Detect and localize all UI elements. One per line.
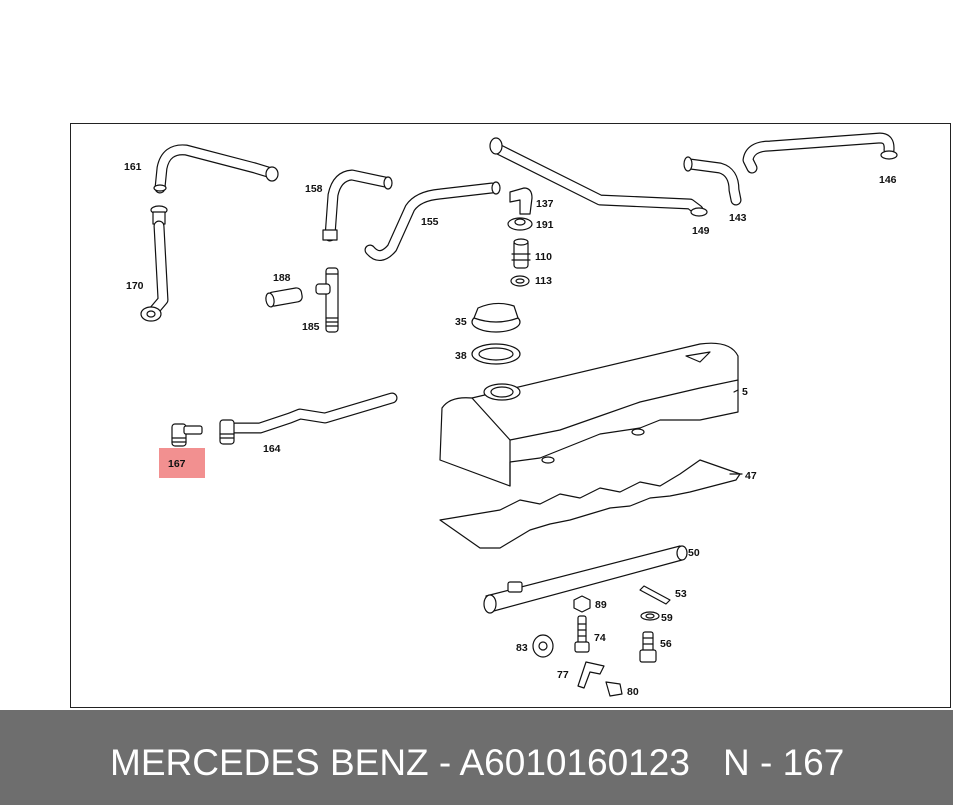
label-161: 161: [124, 161, 142, 173]
part-185-tee: [315, 267, 339, 333]
part-164-pipe: [219, 392, 398, 445]
label-185: 185: [302, 321, 320, 333]
part-143-hose: [683, 156, 742, 206]
part-50-rail: [483, 545, 688, 614]
part-56-bolt: [639, 631, 657, 663]
footer-bar: MERCEDES BENZ - A6010160123 N - 167: [0, 710, 953, 805]
label-77: 77: [557, 669, 569, 681]
label-188: 188: [273, 272, 291, 284]
part-53-clip: [639, 585, 671, 605]
part-155-hose: [364, 181, 501, 261]
label-53: 53: [675, 588, 687, 600]
part-158-hose: [322, 169, 393, 242]
part-149-pipe: [489, 137, 708, 217]
label-74: 74: [594, 632, 606, 644]
footer-part-title: MERCEDES BENZ - A6010160123: [110, 742, 690, 783]
label-59: 59: [661, 612, 673, 624]
part-146-hose: [742, 132, 898, 174]
label-191: 191: [536, 219, 554, 231]
label-80: 80: [627, 686, 639, 698]
part-35-cap: [471, 302, 521, 333]
part-89-nut: [573, 595, 591, 613]
label-47: 47: [745, 470, 757, 482]
label-164: 164: [263, 443, 281, 455]
part-113-washer: [510, 275, 530, 287]
label-155: 155: [421, 216, 439, 228]
label-146: 146: [879, 174, 897, 186]
part-110-fitting: [511, 238, 531, 269]
footer-part-reference: N - 167: [723, 742, 845, 783]
part-191-clip: [507, 217, 533, 231]
part-47-gasket: [439, 459, 741, 549]
part-170-hose: [140, 205, 169, 322]
label-83: 83: [516, 642, 528, 654]
label-56: 56: [660, 638, 672, 650]
label-170: 170: [126, 280, 144, 292]
label-50: 50: [688, 547, 700, 559]
part-80-clip: [605, 681, 623, 697]
part-167-nipple: [171, 423, 203, 447]
part-83-damper: [532, 634, 554, 658]
label-137: 137: [536, 198, 554, 210]
label-149: 149: [692, 225, 710, 237]
part-5-valve-cover: [439, 342, 739, 487]
highlight-part-167: [159, 448, 205, 478]
label-35: 35: [455, 316, 467, 328]
label-38: 38: [455, 350, 467, 362]
label-113: 113: [535, 275, 552, 287]
part-137-elbow: [509, 187, 533, 215]
part-77-bracket: [577, 661, 605, 689]
label-167: 167: [168, 458, 186, 470]
label-110: 110: [535, 251, 552, 263]
label-5: 5: [742, 386, 748, 398]
part-38-seal: [471, 343, 521, 365]
label-158: 158: [305, 183, 323, 195]
part-59-washer: [640, 611, 660, 621]
label-89: 89: [595, 599, 607, 611]
part-74-bolt: [574, 615, 590, 653]
part-161-hose: [153, 144, 279, 194]
label-143: 143: [729, 212, 747, 224]
parts-diagram: 161 170 158 188 185 155 137 191 110 113 …: [124, 132, 898, 698]
part-188-tube: [265, 287, 303, 308]
